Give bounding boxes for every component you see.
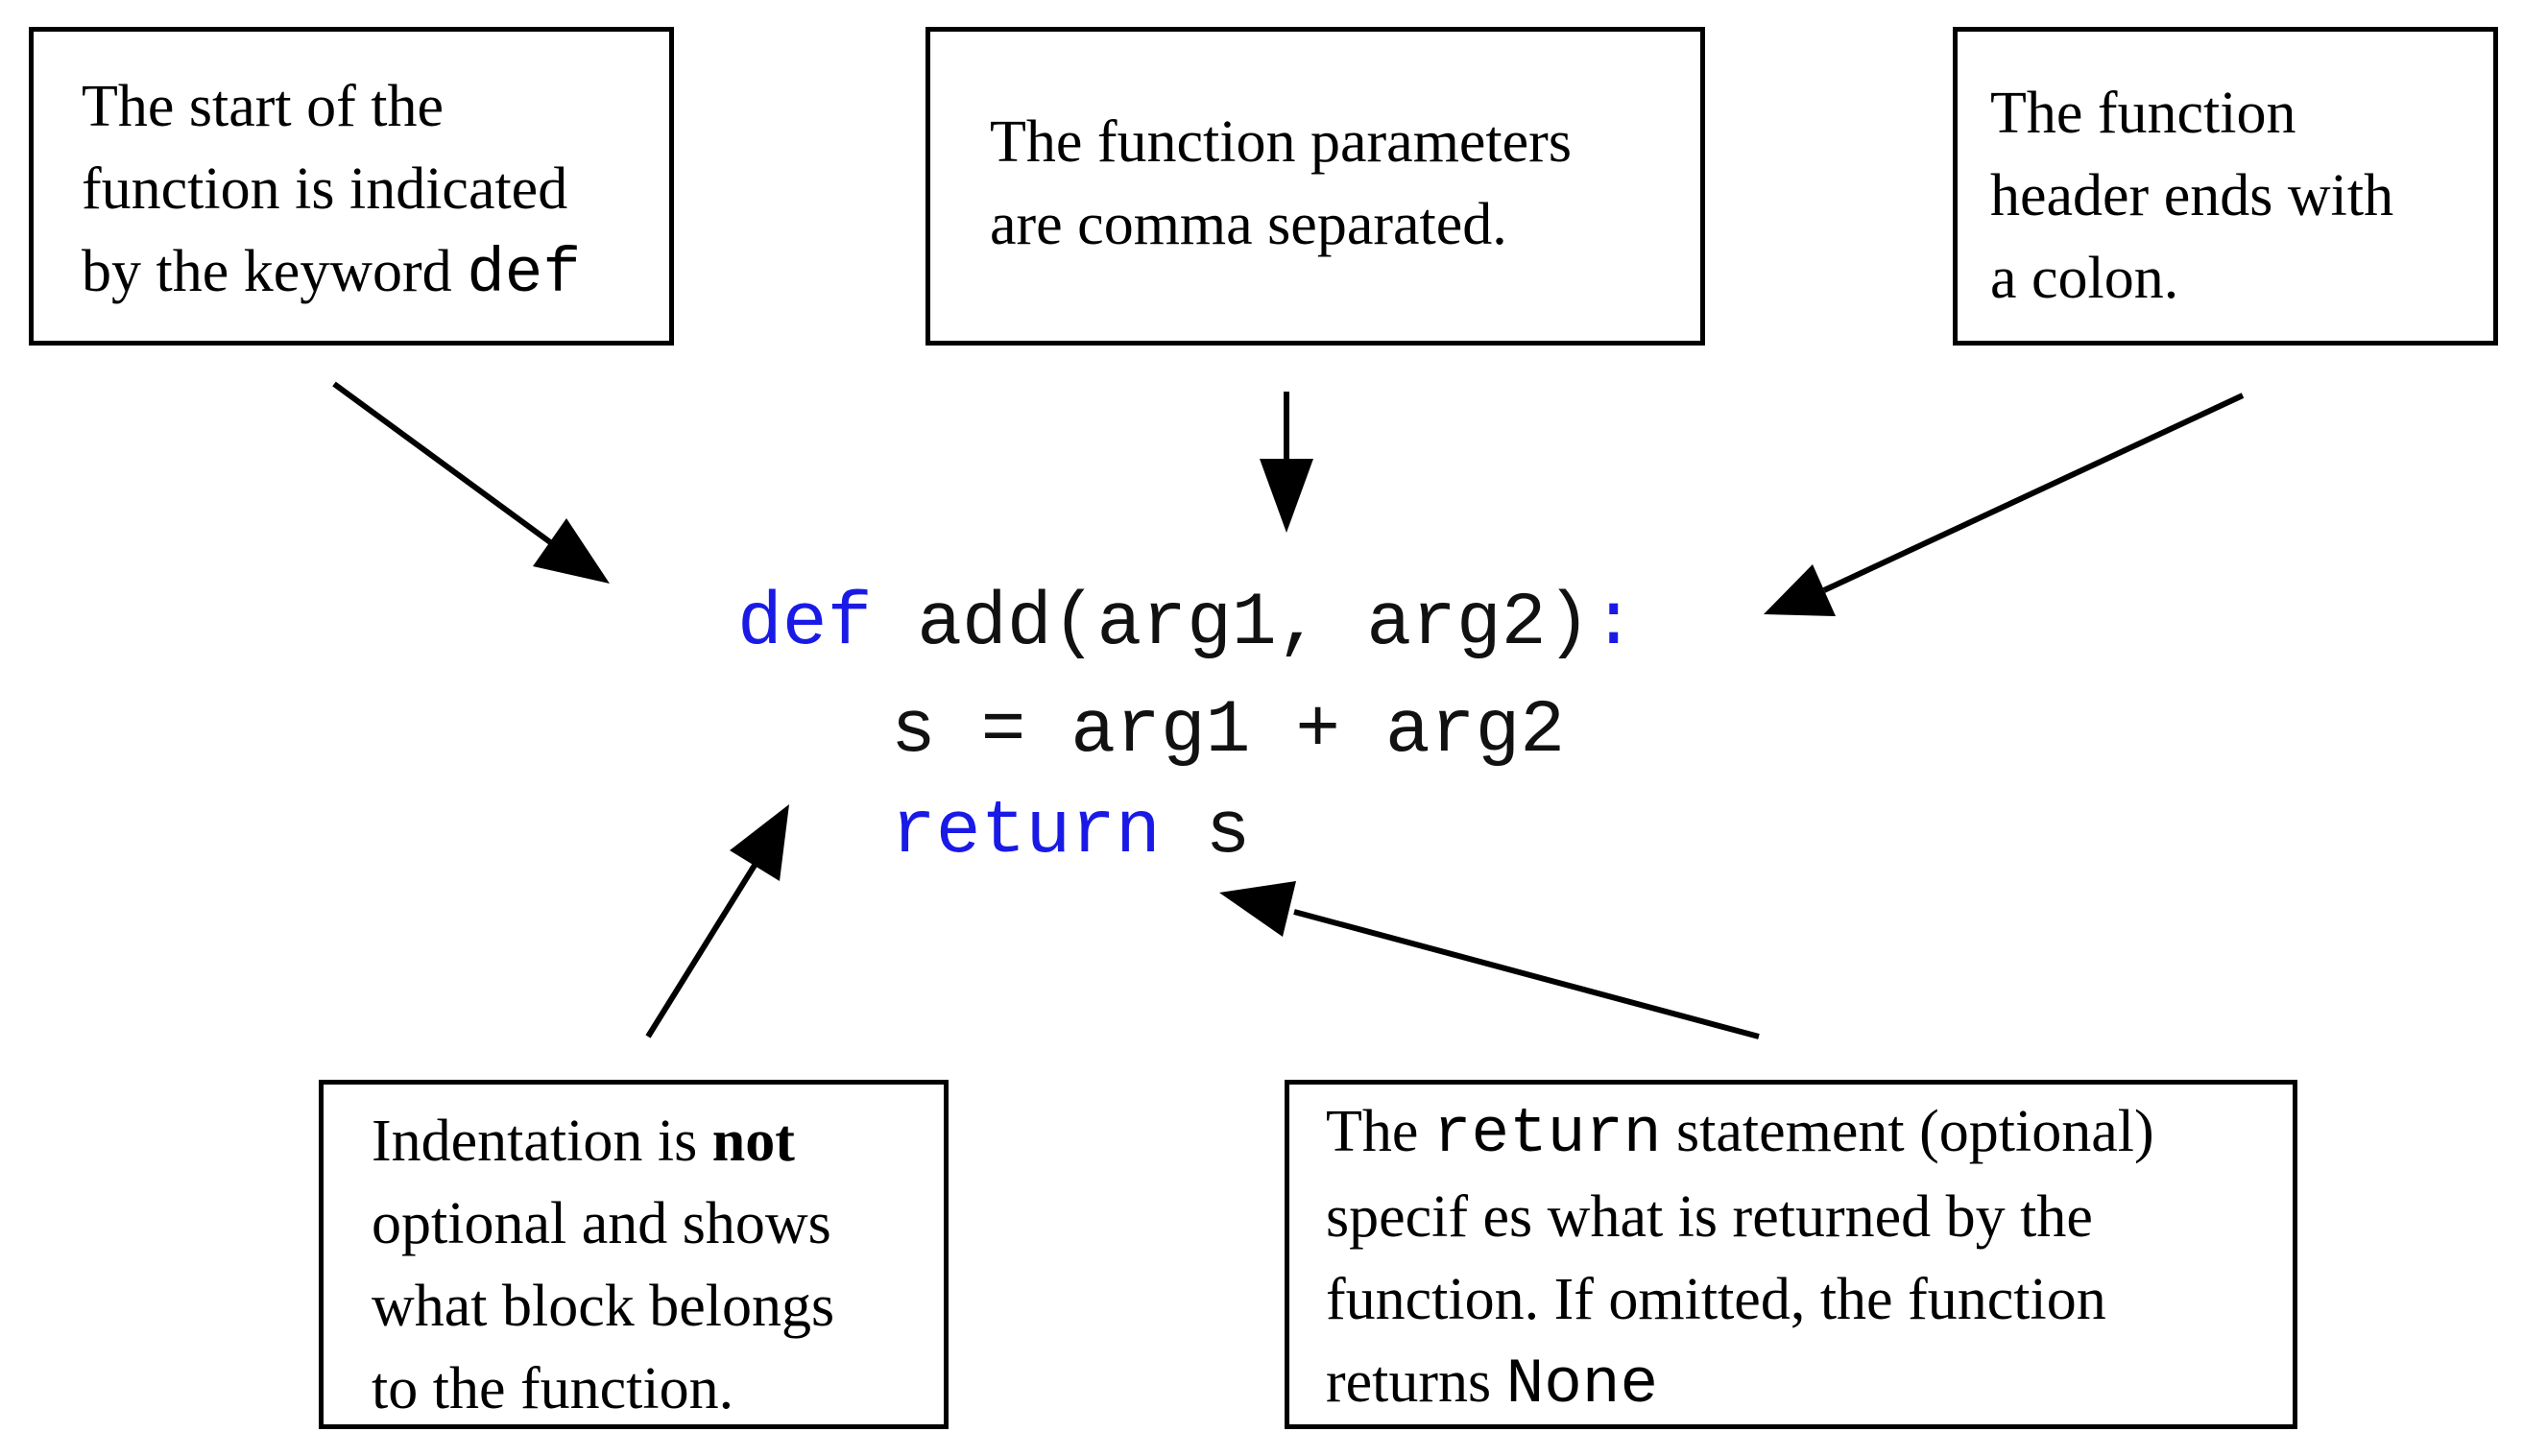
callout-indent-line-1: Indentation is not bbox=[372, 1100, 944, 1182]
arrow-to-colon bbox=[1822, 393, 2245, 593]
callout-colon-line-2: header ends with bbox=[1990, 163, 2394, 228]
arrowhead-return bbox=[1219, 881, 1296, 937]
callout-none-code: None bbox=[1505, 1349, 1659, 1420]
callout-indentation: Indentation is not optional and shows wh… bbox=[319, 1080, 949, 1429]
callout-parameters: The function parameters are comma separa… bbox=[925, 27, 1705, 346]
arrowhead-colon bbox=[1764, 564, 1836, 616]
callout-return-line-1-pre: The bbox=[1326, 1099, 1433, 1164]
callout-indent-line-1-text: Indentation is bbox=[372, 1109, 712, 1174]
callout-indent-line-3: what block belongs bbox=[372, 1274, 835, 1339]
callout-return-line-4: returns None bbox=[1326, 1341, 2293, 1426]
arrow-to-return bbox=[1293, 909, 1760, 1039]
callout-return-line-2: specif es what is returned by the bbox=[1326, 1184, 2093, 1250]
callout-indent-emphasis: not bbox=[711, 1109, 795, 1174]
callout-indent-line-4: to the function. bbox=[372, 1356, 734, 1421]
arrowhead-parameters bbox=[1260, 459, 1313, 533]
callout-colon-line-1: The function bbox=[1990, 81, 2296, 146]
callout-return-line-4-text: returns bbox=[1326, 1349, 1506, 1415]
callout-return-line-1-post: statement (optional) bbox=[1661, 1099, 2154, 1164]
callout-def-code: def bbox=[467, 238, 582, 310]
callout-return-line-3: function. If omitted, the function bbox=[1326, 1267, 2106, 1332]
callout-def-line-1: The start of the bbox=[82, 74, 445, 139]
callout-params-line-1: The function parameters bbox=[990, 109, 1572, 175]
callout-params-line-2: are comma separated. bbox=[990, 192, 1507, 257]
arrowhead-def bbox=[533, 518, 610, 584]
arrowhead-indentation bbox=[730, 804, 789, 881]
callout-def-line-3-text: by the keyword bbox=[82, 239, 468, 304]
arrow-to-indentation bbox=[645, 857, 761, 1038]
callout-return-code: return bbox=[1432, 1098, 1662, 1170]
callout-colon: The function header ends with a colon. bbox=[1953, 27, 2498, 346]
callout-return-statement: The return statement (optional) specif e… bbox=[1285, 1080, 2297, 1429]
arrow-to-def bbox=[332, 381, 559, 550]
callout-def-keyword: The start of the function is indicated b… bbox=[29, 27, 674, 346]
callout-def-line-2: function is indicated bbox=[82, 156, 568, 222]
callout-def-line-3: by the keyword def bbox=[82, 230, 669, 316]
callout-return-line-1: The return statement (optional) bbox=[1326, 1090, 2293, 1176]
callout-colon-line-3: a colon. bbox=[1990, 246, 2179, 311]
callout-indent-line-2: optional and shows bbox=[372, 1191, 831, 1256]
